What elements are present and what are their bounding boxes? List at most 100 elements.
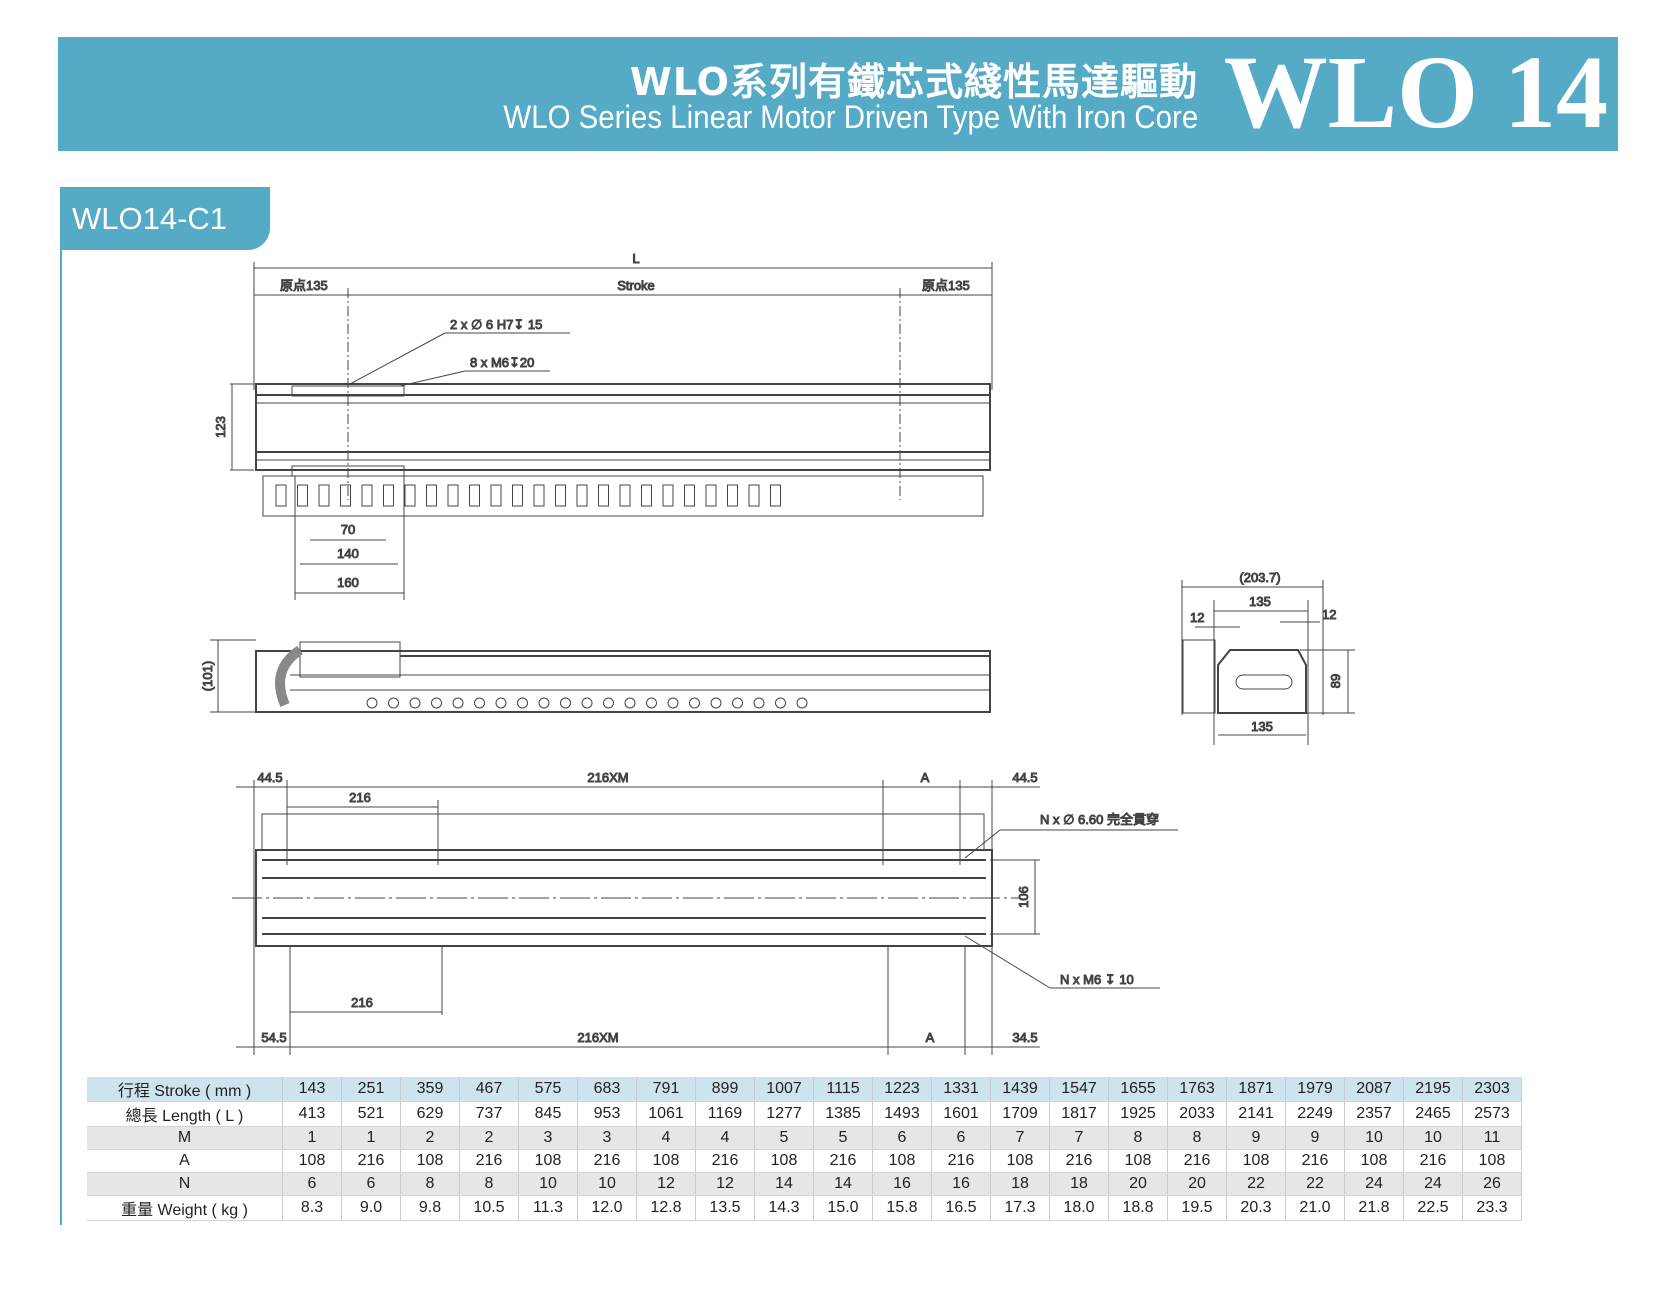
table-cell: 737 — [459, 1101, 519, 1127]
chain-link — [581, 697, 593, 709]
chain-link — [619, 484, 631, 507]
label-left-12: 12 — [1190, 610, 1204, 625]
chain-link — [684, 484, 695, 507]
chain-link — [603, 697, 614, 709]
chain-link — [533, 484, 545, 507]
chain-link — [490, 484, 502, 507]
chain-link — [560, 697, 571, 709]
table-cell: 1169 — [695, 1101, 755, 1127]
table-cell: 8 — [1167, 1126, 1227, 1150]
table-cell: 108 — [1108, 1149, 1168, 1173]
table-cell: 1 — [341, 1126, 401, 1150]
table-cell: 953 — [577, 1101, 637, 1127]
label-top-A: A — [921, 770, 930, 785]
chain-link — [538, 697, 550, 709]
technical-drawing: L Stroke 原点135 原点135 2 x ∅ 6 H7↧ 15 8 x … — [200, 251, 1355, 1055]
chain-link — [366, 697, 378, 709]
label-160: 160 — [337, 575, 359, 590]
side-view: (101) — [200, 639, 991, 713]
label-stroke: Stroke — [617, 278, 655, 293]
chain-link — [753, 697, 765, 709]
chain-link — [748, 484, 760, 507]
table-cell: 14.3 — [754, 1195, 814, 1221]
table-cell: 10 — [518, 1172, 578, 1196]
chain-link — [517, 697, 528, 709]
chain-link — [388, 697, 399, 709]
chain-link — [447, 484, 459, 507]
label-origin-right: 原点135 — [922, 278, 970, 293]
table-cell: 12 — [695, 1172, 755, 1196]
table-cell: 1 — [282, 1126, 342, 1150]
table-cell: 21.8 — [1344, 1195, 1404, 1221]
table-cell: 216 — [931, 1149, 991, 1173]
section-tab: WLO14-C1 — [60, 187, 270, 250]
label-overall: (203.7) — [1239, 570, 1280, 585]
table-cell: 3 — [577, 1126, 637, 1150]
chain-link — [641, 484, 652, 507]
chain-link — [383, 484, 394, 507]
title-english: WLO Series Linear Motor Driven Type With… — [503, 99, 1198, 135]
table-cell: 1439 — [990, 1077, 1050, 1102]
table-cell: 4 — [636, 1126, 696, 1150]
label-top-left: 44.5 — [257, 770, 282, 785]
chain-link — [452, 697, 464, 709]
table-cell: 216 — [577, 1149, 637, 1173]
table-cell: 10 — [1403, 1126, 1463, 1150]
table-cell: 216 — [1403, 1149, 1463, 1173]
table-cell: 108 — [1344, 1149, 1404, 1173]
table-cell: 216 — [1285, 1149, 1345, 1173]
table-cell: 19.5 — [1167, 1195, 1227, 1221]
table-cell: 9 — [1226, 1126, 1286, 1150]
table-cell: 108 — [400, 1149, 460, 1173]
chain-link — [297, 484, 308, 507]
table-cell: 9 — [1285, 1126, 1345, 1150]
label-bot-135: 135 — [1251, 719, 1273, 734]
chain-link — [576, 484, 588, 507]
table-cell: 2465 — [1403, 1101, 1463, 1127]
table-cell: 18 — [1049, 1172, 1109, 1196]
table-cell: 575 — [518, 1077, 578, 1102]
chain-link — [512, 484, 523, 507]
chain-link — [770, 484, 781, 507]
table-cell: 8 — [400, 1172, 460, 1196]
chain-link — [598, 484, 609, 507]
row-label: A — [87, 1149, 283, 1173]
chain-link — [474, 697, 485, 709]
table-cell: 108 — [518, 1149, 578, 1173]
table-cell: 1655 — [1108, 1077, 1168, 1102]
table-cell: 16.5 — [931, 1195, 991, 1221]
table-cell: 10 — [577, 1172, 637, 1196]
table-cell: 14 — [754, 1172, 814, 1196]
chain-link — [426, 484, 437, 507]
table-cell: 18 — [990, 1172, 1050, 1196]
table-cell: 3 — [518, 1126, 578, 1150]
table-cell: 2195 — [1403, 1077, 1463, 1102]
table-cell: 8.3 — [282, 1195, 342, 1221]
end-view: (203.7) 135 12 12 89 135 — [1181, 570, 1355, 745]
table-cell: 683 — [577, 1077, 637, 1102]
label-bot-right: 34.5 — [1012, 1030, 1037, 1045]
table-cell: 108 — [754, 1149, 814, 1173]
table-cell: 521 — [341, 1101, 401, 1127]
row-label: 行程 Stroke ( mm ) — [87, 1077, 283, 1102]
table-cell: 10.5 — [459, 1195, 519, 1221]
table-cell: 108 — [1226, 1149, 1286, 1173]
table-cell: 22 — [1226, 1172, 1286, 1196]
table-cell: 216 — [813, 1149, 873, 1173]
chain-link — [361, 484, 373, 507]
table-cell: 1979 — [1285, 1077, 1345, 1102]
chain-link — [689, 697, 700, 709]
table-cell: 8 — [1108, 1126, 1168, 1150]
table-cell: 11.3 — [518, 1195, 578, 1221]
table-cell: 16 — [931, 1172, 991, 1196]
table-cell: 2141 — [1226, 1101, 1286, 1127]
table-cell: 1223 — [872, 1077, 932, 1102]
table-cell: 4 — [695, 1126, 755, 1150]
label-top-135: 135 — [1249, 594, 1271, 609]
table-cell: 108 — [990, 1149, 1050, 1173]
table-cell: 2249 — [1285, 1101, 1345, 1127]
table-cell: 9.0 — [341, 1195, 401, 1221]
table-cell: 1817 — [1049, 1101, 1109, 1127]
